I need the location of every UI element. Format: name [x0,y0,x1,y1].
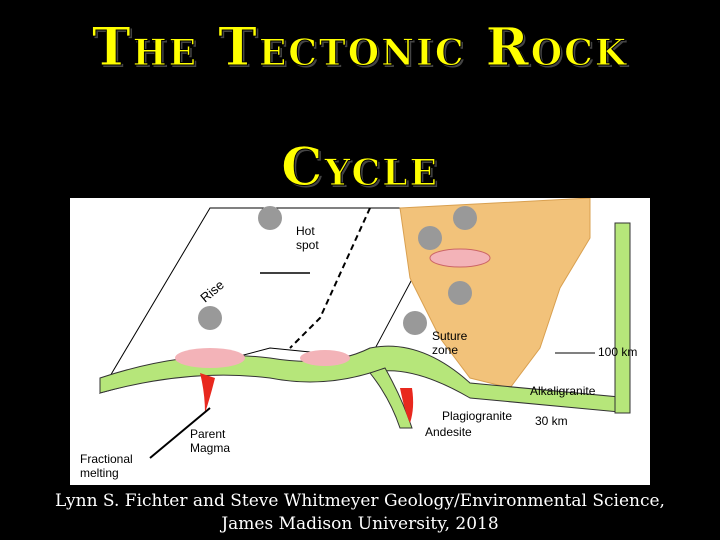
volcano-plume [198,306,222,330]
suture-label-2: zone [432,343,458,357]
suture-label-1: Suture [432,329,468,343]
tectonic-diagram: Hot spot Rise Suture zone 100 km Alkalig… [70,197,650,485]
depth-100-label: 100 km [598,345,637,359]
fractional-melting-label-1: Fractional [80,452,133,466]
alkaligranite-label: Alkaligranite [530,384,596,398]
volcano-plume [453,206,477,230]
hot-spot-chamber [429,248,491,268]
hot-spot-label-2: spot [296,238,319,252]
volcano-plume [448,281,472,305]
plagiogranite-label: Plagiogranite [442,409,512,423]
volcano-plume [418,226,442,250]
arc-magma-chamber [300,350,350,366]
tectonic-diagram-svg: Hot spot Rise Suture zone 100 km Alkalig… [80,197,637,480]
slide-title-line1: The Tectonic Rock [91,17,629,78]
trench-line [289,207,371,349]
subduction-magma-blob [400,388,414,423]
plate-edge [614,222,631,414]
andesite-label: Andesite [425,425,472,439]
continent [399,197,591,389]
credit-line2: James Madison University, 2018 [221,514,499,534]
parent-magma-blob [200,373,215,413]
depth-30-label: 30 km [535,414,568,428]
volcano-plume [403,311,427,335]
fractional-melting-pointer [149,407,211,459]
credit-line1: Lynn S. Fichter and Steve Whitmeyer Geol… [55,491,665,511]
parent-magma-label-1: Parent [190,427,226,441]
parent-magma-label-2: Magma [190,441,230,455]
hot-spot-label-1: Hot [296,224,315,238]
fractional-melting-label-2: melting [80,466,119,480]
volcano-plume [258,206,282,230]
slide-title-line2: Cycle [281,137,439,198]
subducting-slab [369,367,413,429]
rise-magma-chamber [175,348,245,368]
